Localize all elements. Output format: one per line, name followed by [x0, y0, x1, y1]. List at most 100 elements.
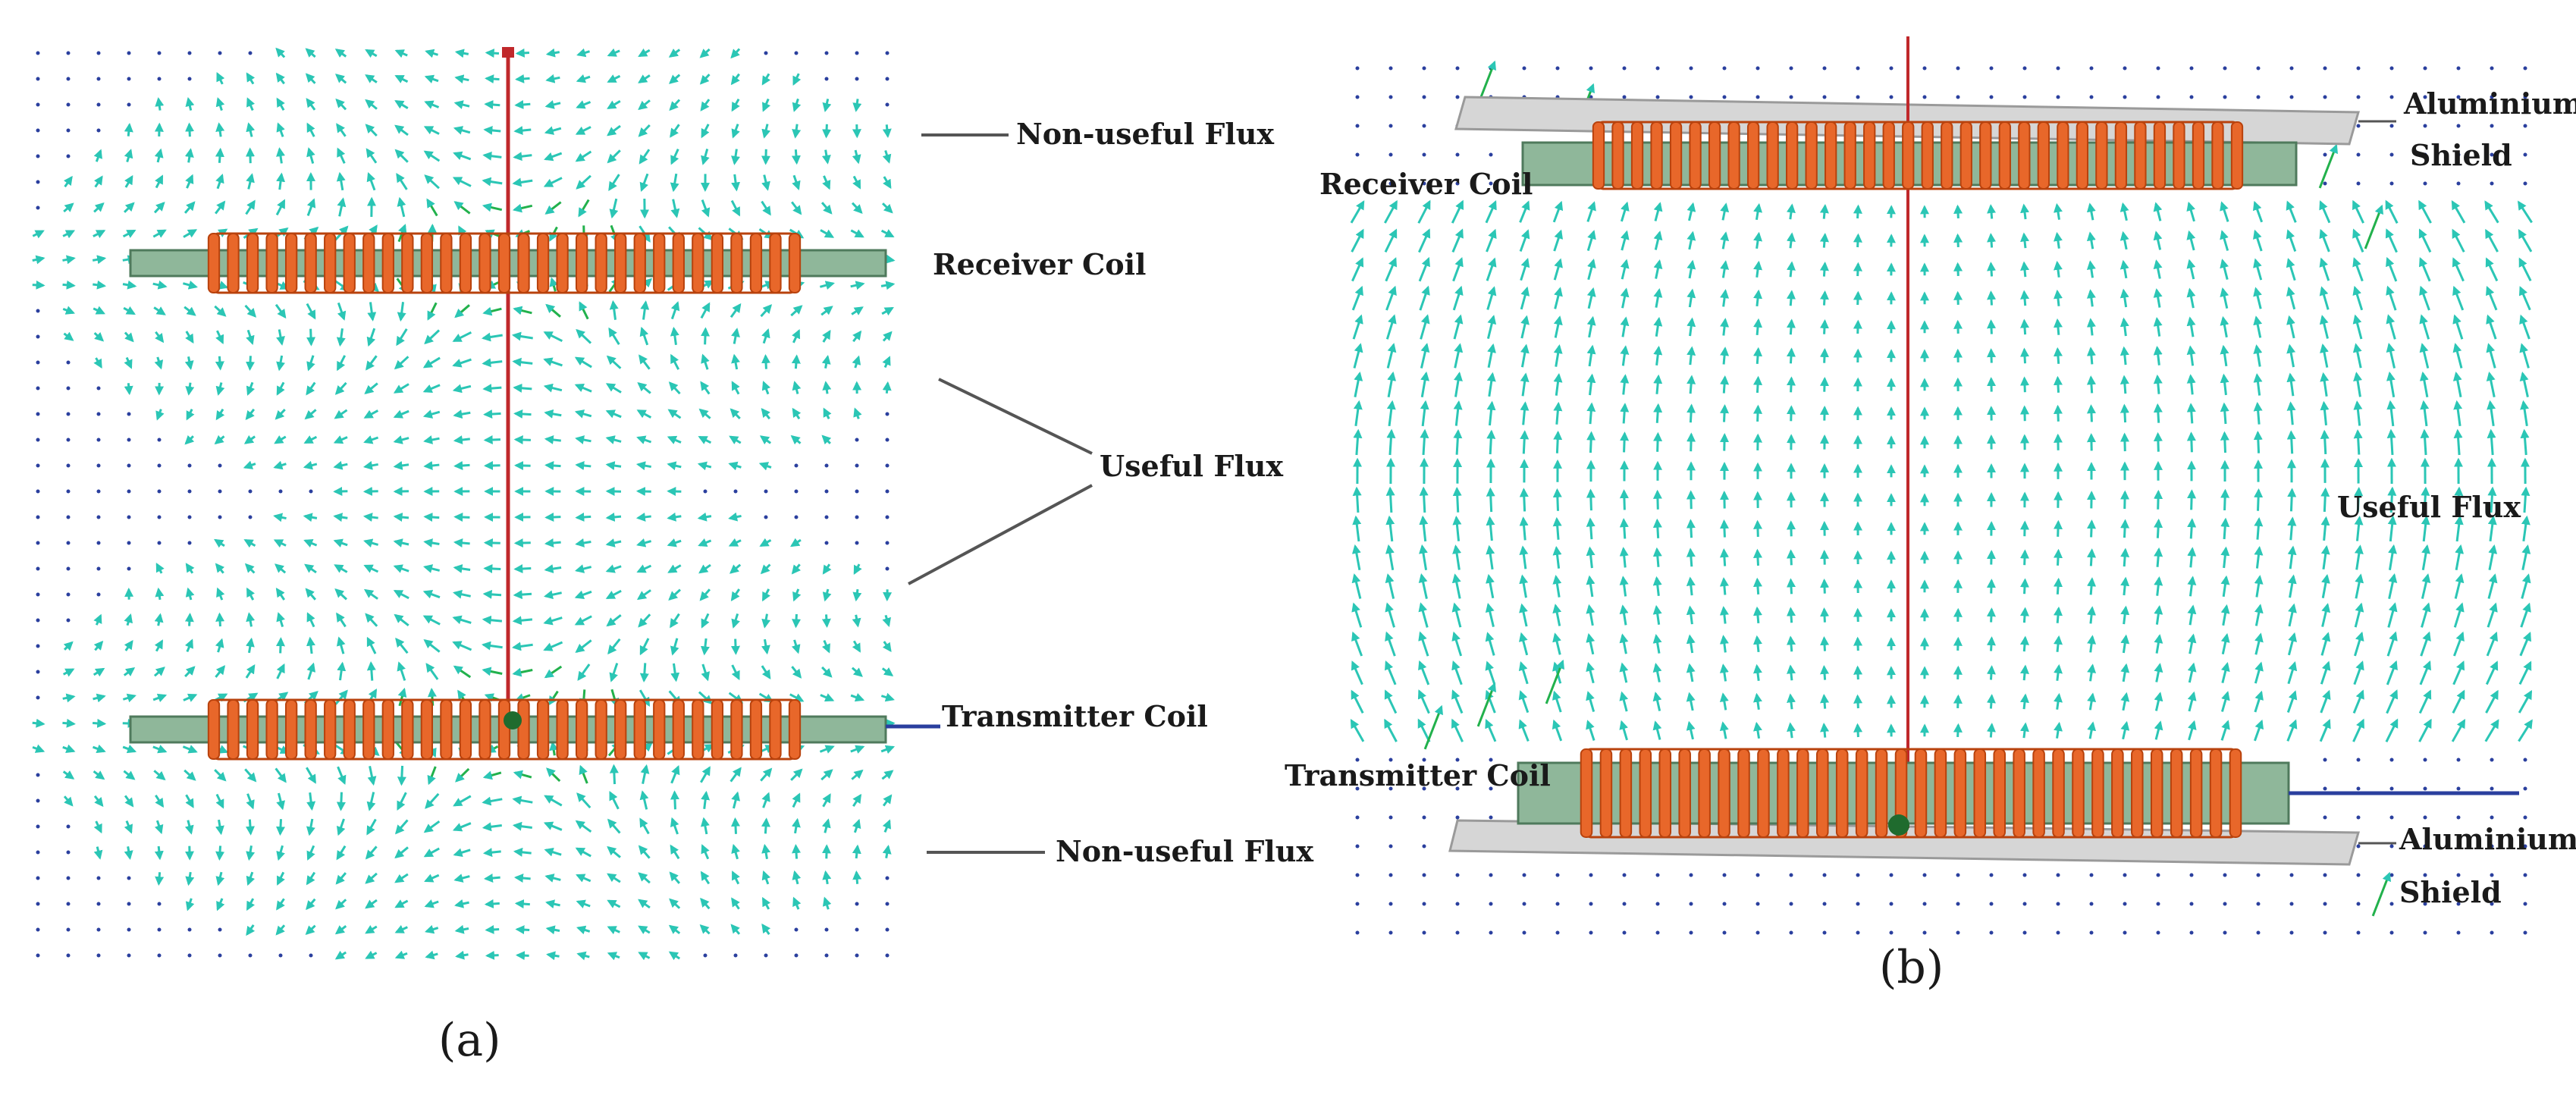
flux-arrow-b [2386, 660, 2398, 685]
flux-arrow [243, 460, 256, 469]
flux-arrow [790, 768, 803, 781]
flux-arrow-b [2419, 343, 2430, 369]
flux-arrow-b [2154, 720, 2163, 740]
tx-b-turn [2170, 748, 2183, 838]
flux-dot-b [2456, 66, 2461, 71]
flux-arrow-b [1486, 429, 1496, 455]
flux-arrow-strong-b [1545, 659, 1564, 704]
flux-dot [36, 618, 40, 623]
flux-arrow [852, 355, 861, 369]
flux-arrow-b [2086, 202, 2096, 221]
flux-arrow [730, 199, 741, 217]
flux-dot [36, 51, 40, 55]
flux-arrow-b [2253, 344, 2263, 367]
flux-arrow [729, 563, 742, 574]
flux-arrow [393, 513, 409, 522]
transmitter-winding [207, 698, 802, 761]
flux-arrow [336, 328, 346, 347]
flux-arrow-b [2220, 431, 2229, 453]
flux-arrow [422, 615, 441, 626]
flux-arrow [183, 693, 198, 702]
flux-arrow [668, 924, 681, 934]
flux-dot-b [2389, 95, 2394, 99]
flux-arrow [124, 331, 134, 343]
flux-dot [187, 77, 192, 81]
flux-arrow-b [1752, 519, 1762, 537]
flux-dot-b [2022, 95, 2027, 99]
tx-a-turn [381, 699, 394, 760]
flux-dot-b [2490, 758, 2494, 762]
flux-dot-b [1522, 66, 1526, 71]
flux-dot-b [2223, 902, 2227, 906]
flux-dot [36, 902, 40, 906]
flux-dot-b [2289, 66, 2294, 71]
flux-arrow [513, 770, 532, 780]
flux-arrow-b [2253, 229, 2263, 252]
flux-dot-b [2523, 758, 2527, 762]
flux-arrow [482, 151, 502, 161]
flux-arrow [515, 951, 529, 961]
flux-arrow-b [1752, 635, 1762, 653]
flux-arrow [883, 176, 892, 190]
flux-dot-b [1655, 95, 1660, 99]
flux-arrow [700, 766, 711, 783]
flux-arrow [306, 871, 316, 886]
tx-b-turn [1875, 748, 1888, 838]
flux-arrow [605, 383, 622, 394]
flux-arrow-strong-b [2371, 871, 2391, 917]
flux-arrow-b [2354, 544, 2364, 570]
flux-dot-b [2123, 95, 2127, 99]
flux-dot-b [2156, 95, 2160, 99]
flux-arrow-b [1552, 545, 1562, 569]
flux-arrow [184, 638, 193, 652]
flux-arrow-b [1786, 405, 1796, 422]
flux-arrow [638, 925, 651, 934]
flux-arrow-b [2320, 372, 2330, 397]
flux-arrow [513, 152, 532, 162]
flux-arrow [880, 692, 895, 702]
flux-dot [36, 334, 40, 339]
flux-arrow [792, 124, 802, 139]
flux-dot-b [1555, 902, 1560, 906]
flux-arrow [882, 331, 893, 342]
tx-b-turn [2052, 748, 2065, 838]
flux-arrow [393, 409, 409, 419]
flux-arrow [576, 874, 591, 883]
flux-arrow [122, 693, 136, 703]
flux-arrow [667, 487, 682, 497]
flux-arrow-b [1586, 632, 1595, 655]
flux-dot-b [1388, 873, 1393, 877]
flux-arrow-b [2220, 315, 2229, 338]
flux-arrow-b [1820, 664, 1830, 680]
flux-dot-b [2323, 95, 2327, 99]
flux-arrow-b [1686, 317, 1696, 337]
flux-dot [66, 850, 71, 855]
flux-dot-b [1689, 902, 1693, 906]
flux-dot-b [1455, 152, 1460, 157]
flux-arrow [276, 381, 285, 396]
flux-dot-b [1856, 873, 1860, 877]
flux-arrow-b [2320, 343, 2329, 368]
flux-arrow-b [2418, 689, 2432, 714]
rx-b-turn [1766, 121, 1779, 190]
flux-arrow-b [2253, 315, 2263, 338]
flux-arrow-b [2186, 316, 2196, 337]
flux-arrow [791, 639, 801, 654]
flux-arrow [882, 124, 892, 139]
flux-arrow-b [2086, 289, 2096, 307]
flux-arrow [731, 353, 740, 370]
rx-a-turn [749, 233, 763, 293]
flux-arrow [514, 99, 531, 109]
tx-b-turn [2032, 748, 2045, 838]
flux-arrow [185, 174, 194, 189]
flux-arrow [544, 874, 561, 883]
tx-b-turn [2091, 748, 2104, 838]
flux-arrow [215, 173, 224, 190]
flux-arrow [577, 664, 591, 681]
flux-dot-b [1388, 758, 1393, 762]
flux-arrow-b [1853, 290, 1862, 306]
flux-arrow [637, 382, 651, 394]
flux-dot [248, 51, 253, 55]
flux-arrow [94, 175, 103, 188]
flux-dot [96, 902, 101, 906]
